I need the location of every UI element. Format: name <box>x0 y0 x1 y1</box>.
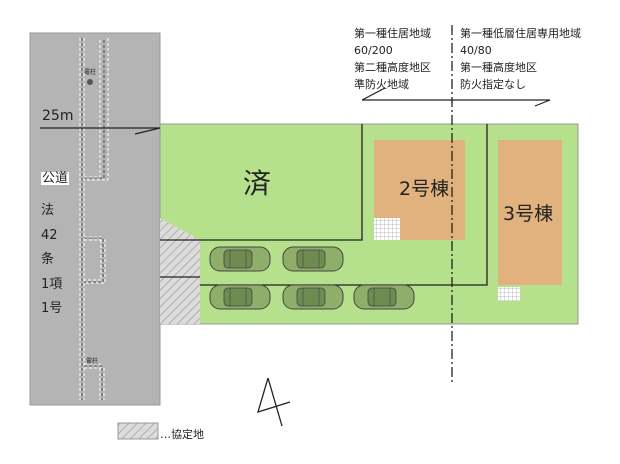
zoning-text: 40/80 <box>460 44 492 57</box>
car <box>209 284 271 310</box>
car <box>353 284 415 310</box>
pole-label: 電柱 <box>86 358 99 365</box>
legal-text: 42 <box>41 227 58 243</box>
utility-pole-icon <box>87 79 93 85</box>
car <box>282 246 344 272</box>
zoning-right: 第一種低層住居専用地域 40/80 第一種高度地区 防火指定なし <box>460 25 581 93</box>
building-3-label[interactable]: 3号棟 <box>503 203 554 225</box>
legend-hatch-swatch <box>117 422 159 440</box>
pole-label: 電柱 <box>84 69 97 76</box>
road-legal-label: 法 42 条 1項 1号 <box>41 199 62 322</box>
north-arrow-icon <box>257 377 291 427</box>
zoning-text: 第一種住居地域 <box>354 27 431 40</box>
zoning-text: 防火指定なし <box>460 78 526 91</box>
zoning-text: 準防火地域 <box>354 78 409 91</box>
legal-text: 法 <box>41 203 55 218</box>
road-type-label: 公道 <box>41 171 70 186</box>
zoning-text: 60/200 <box>354 44 393 57</box>
legal-text: 条 <box>41 252 55 267</box>
drain-dashes <box>79 38 109 400</box>
road-width-label: 25m <box>42 108 74 124</box>
drain-dashes-dark <box>81 38 105 400</box>
car <box>282 284 344 310</box>
building-3 <box>498 140 562 285</box>
building-2-label[interactable]: 2号棟 <box>399 178 450 200</box>
agreement-land <box>160 218 200 324</box>
building-2-entrance <box>374 218 400 240</box>
zoning-text: 第一種高度地区 <box>460 61 537 74</box>
building-3-entrance <box>498 287 520 301</box>
sold-label: 済 <box>243 167 272 200</box>
legal-text: 1号 <box>41 301 63 316</box>
zoning-left: 第一種住居地域 60/200 第二種高度地区 準防火地域 <box>354 25 431 93</box>
legend-label: …協定地 <box>160 428 204 441</box>
public-road <box>29 32 161 406</box>
legal-text: 1項 <box>41 276 63 292</box>
zoning-text: 第一種低層住居専用地域 <box>460 27 581 40</box>
car <box>209 246 271 272</box>
zoning-text: 第二種高度地区 <box>354 61 431 74</box>
